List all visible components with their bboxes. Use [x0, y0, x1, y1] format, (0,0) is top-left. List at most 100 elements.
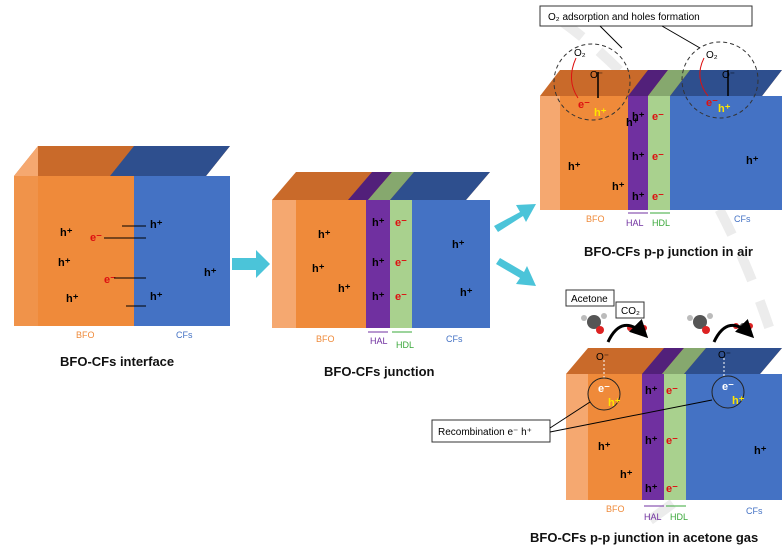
acetone-text: Acetone: [571, 294, 608, 305]
hole-label: h⁺: [645, 385, 658, 397]
electron-label: e⁻: [90, 232, 102, 244]
hole-label: h⁺: [372, 217, 385, 229]
hole-label: h⁺: [632, 151, 645, 163]
caption-interface: BFO-CFs interface: [60, 354, 174, 369]
electron-label: e⁻: [598, 383, 610, 395]
acetone-block: Acetone CO₂ O⁻: [431, 289, 782, 545]
recombination-callout: [431, 419, 551, 443]
electron-label: e⁻: [666, 435, 678, 447]
electron-label: e⁻: [706, 97, 718, 109]
hole-label: h⁺: [318, 229, 331, 241]
hole-label: h⁺: [452, 239, 465, 251]
hole-label: h⁺: [632, 191, 645, 203]
hole-label: h⁺: [204, 267, 217, 279]
bfo-left: [272, 200, 296, 328]
o-dash-label: O⁻: [718, 350, 731, 361]
cfs-front: [134, 176, 230, 326]
electron-label: e⁻: [104, 274, 116, 286]
caption-junction: BFO-CFs junction: [324, 364, 435, 379]
recombination-text: Recombination e⁻ h⁺: [438, 427, 532, 438]
hole-label: h⁺: [645, 483, 658, 495]
acetone-molecule-icon: [687, 313, 713, 334]
hdl-label: HDL: [670, 512, 688, 522]
adsorption-circle: [681, 41, 759, 119]
cfs-front: [412, 200, 490, 328]
hole-yellow: h⁺: [732, 395, 745, 407]
electron-label: e⁻: [395, 257, 407, 269]
cfs-label: CFs: [746, 506, 763, 516]
hal-label: HAL: [370, 336, 388, 346]
hole-label: h⁺: [372, 257, 385, 269]
hdl-top-face: [368, 172, 414, 200]
bfo-label: BFO: [76, 330, 95, 340]
hdl-label: HDL: [652, 218, 670, 228]
o-dash-label: O⁻: [596, 352, 609, 363]
bfo-label: BFO: [606, 504, 625, 514]
caption-air: BFO-CFs p-p junction in air: [584, 244, 753, 259]
electron-label: e⁻: [666, 385, 678, 397]
hal-label: HAL: [644, 512, 662, 522]
flow-arrow-down: [496, 258, 536, 286]
flow-arrow-up: [494, 204, 536, 232]
co2-text: CO₂: [621, 306, 640, 317]
adsorption-circle: [553, 43, 631, 121]
hole-label: h⁺: [460, 287, 473, 299]
hole-label: h⁺: [66, 293, 79, 305]
hole-label: h⁺: [150, 291, 163, 303]
hole-label: h⁺: [754, 445, 767, 457]
electron-label: e⁻: [652, 191, 664, 203]
hole-label: h⁺: [60, 227, 73, 239]
electron-label: e⁻: [652, 151, 664, 163]
hole-yellow: h⁺: [594, 107, 607, 119]
o2-adsorption-callout: [539, 5, 753, 27]
cfs-label: CFs: [176, 330, 193, 340]
bfo-front: [38, 176, 134, 326]
acetone-molecule-icon: [581, 313, 607, 334]
hole-label: h⁺: [58, 257, 71, 269]
o2-adsorption-text: O₂ adsorption and holes formation: [548, 12, 700, 23]
cfs-top-face: [110, 146, 230, 176]
hole-label: h⁺: [568, 161, 581, 173]
hal-layer: [366, 200, 390, 328]
co2-callout: [615, 301, 645, 319]
o2-label: O₂: [706, 50, 718, 61]
o2-label: O₂: [574, 48, 586, 59]
bfo-label: BFO: [316, 334, 335, 344]
recombination-circle: [587, 377, 621, 411]
hdl-label: HDL: [396, 340, 414, 350]
electron-label: e⁻: [578, 99, 590, 111]
electron-label: e⁻: [652, 111, 664, 123]
bfo-left: [14, 176, 38, 326]
hole-label: h⁺: [645, 435, 658, 447]
hole-label: h⁺: [150, 219, 163, 231]
flow-arrow: [232, 250, 270, 278]
hole-label: h⁺: [746, 155, 759, 167]
interface-block: h⁺ h⁺ h⁺ e⁻ e⁻ h⁺ h⁺ h⁺ BFO CFs BFO-CFs …: [14, 146, 230, 369]
junction-block: h⁺ h⁺ h⁺ h⁺ h⁺ h⁺ e⁻ e⁻ e⁻ h⁺ h⁺ BFO HAL…: [272, 172, 490, 379]
caption-acetone: BFO-CFs p-p junction in acetone gas: [530, 530, 758, 545]
electron-label: e⁻: [395, 291, 407, 303]
o-minus-label: O⁻: [590, 70, 603, 81]
acetone-callout: [565, 289, 615, 307]
hole-label: h⁺: [632, 111, 645, 123]
electron-label: e⁻: [722, 381, 734, 393]
electron-label: e⁻: [666, 483, 678, 495]
cfs-top-face: [390, 172, 490, 200]
bfo-label: BFO: [586, 214, 605, 224]
electron-label: e⁻: [395, 217, 407, 229]
hdl-layer: [390, 200, 412, 328]
hole-yellow: h⁺: [718, 103, 731, 115]
hole-label: h⁺: [372, 291, 385, 303]
hal-top-face: [348, 172, 392, 200]
hole-label: h⁺: [312, 263, 325, 275]
hal-label: HAL: [626, 218, 644, 228]
hole-label: h⁺: [620, 469, 633, 481]
bfo-front: [296, 200, 366, 328]
hole-label: h⁺: [598, 441, 611, 453]
cfs-label: CFs: [446, 334, 463, 344]
hole-label: h⁺: [338, 283, 351, 295]
cfs-label: CFs: [734, 214, 751, 224]
hole-label: h⁺: [612, 181, 625, 193]
air-block: O₂ O⁻ O₂ O⁻ e⁻ e⁻ h⁺ h⁺ h⁺ h⁺ h⁺ h⁺ h⁺ h…: [539, 5, 782, 259]
